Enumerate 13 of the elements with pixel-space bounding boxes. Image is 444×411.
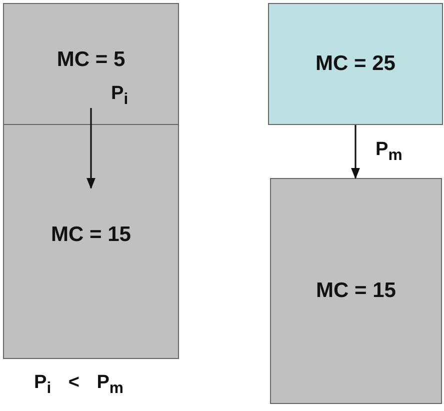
process-box (268, 3, 443, 125)
process-box (3, 3, 179, 125)
edge-label: P$_{m}$ (376, 139, 402, 165)
process-box (270, 178, 442, 404)
arrow (86, 108, 96, 190)
node-label: MC = 15 (316, 279, 396, 303)
node-label: MC = 15 (51, 223, 131, 247)
edge-label: P$_{i}$ (111, 83, 128, 109)
process-box (3, 124, 179, 359)
node-label: MC = 25 (316, 52, 396, 76)
node-label: MC = 5 (56, 48, 126, 72)
inequality-text: P$_{i}$ < P$_{m}$ (34, 372, 124, 398)
arrow (351, 125, 360, 180)
